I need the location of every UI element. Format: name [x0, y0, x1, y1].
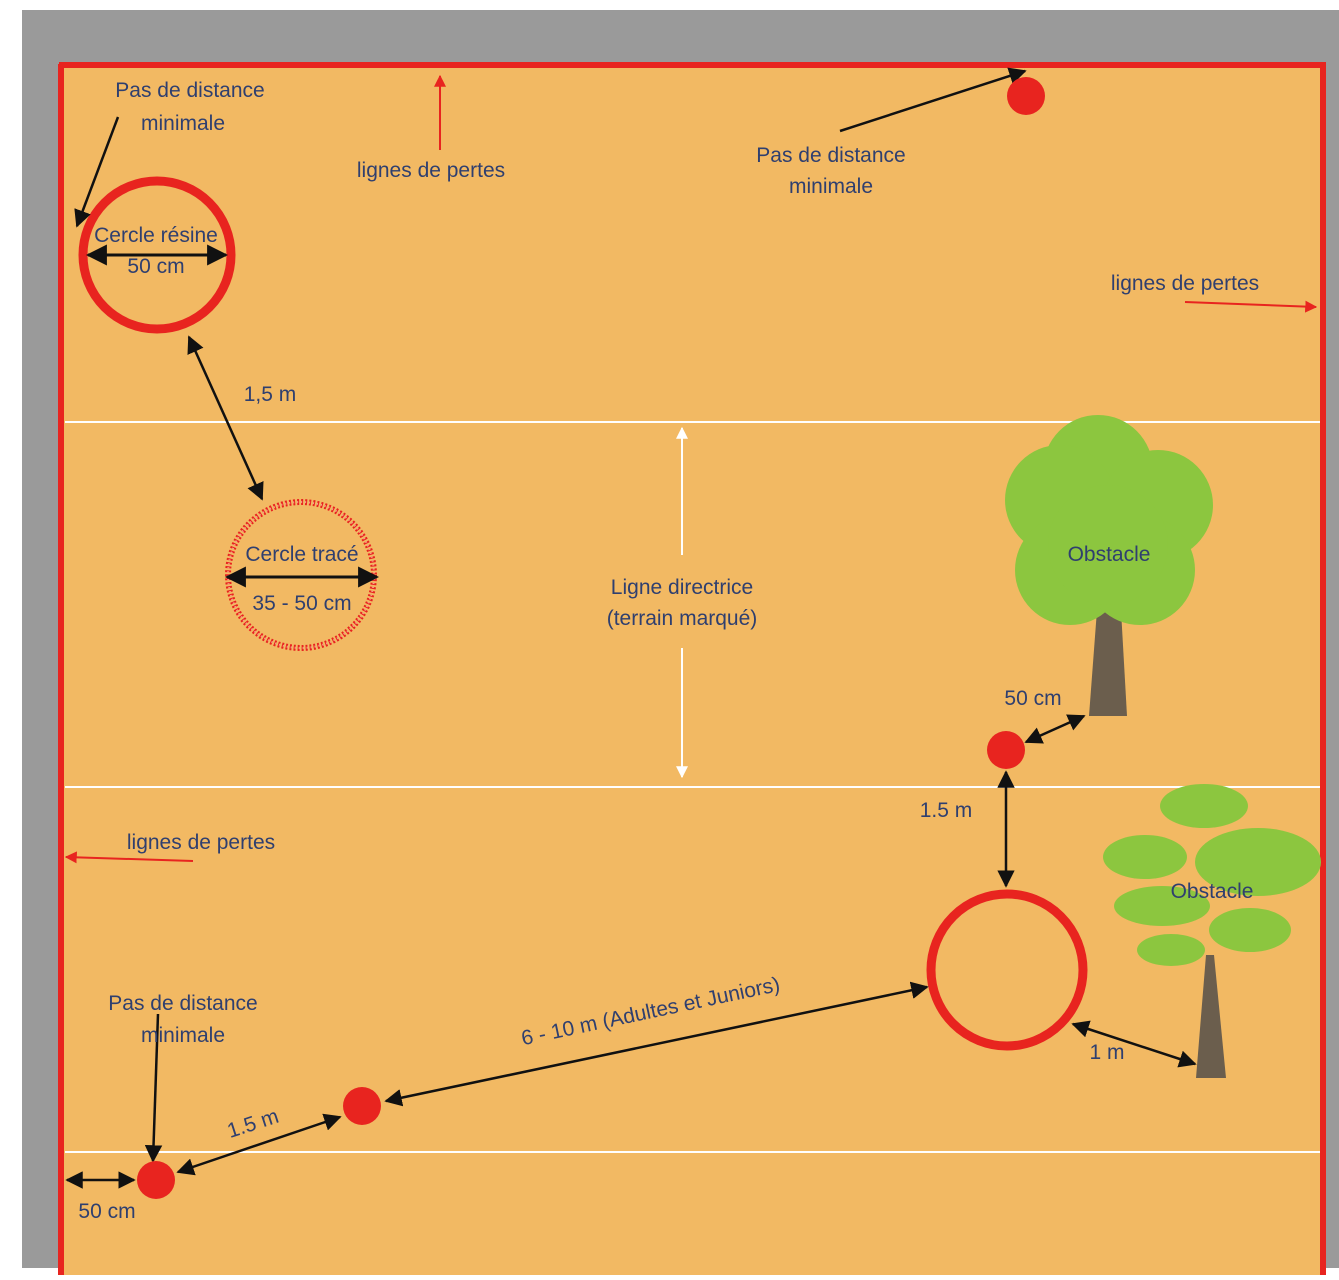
ball-bottom	[137, 1161, 175, 1199]
arrow-6-10m	[384, 981, 929, 1107]
ball-top	[1007, 77, 1045, 115]
ball-near-tree	[987, 731, 1025, 769]
min-dist-label-1a: Pas de distance	[115, 79, 264, 102]
dist-1-5m-right-label: 1.5 m	[920, 799, 973, 822]
arrow-50cm-tree	[1024, 714, 1086, 744]
min-dist-label-1b: minimale	[141, 112, 225, 135]
min-dist-label-2b: minimale	[789, 175, 873, 198]
arrow-1-5m-bottom	[176, 1113, 342, 1176]
traced-size-label: 35 - 50 cm	[252, 592, 351, 615]
lost-line-arrow-left	[64, 851, 194, 864]
min-dist-label-3b: minimale	[141, 1024, 225, 1047]
min-dist-label-2a: Pas de distance	[756, 144, 905, 167]
traced-circle-label: Cercle tracé	[245, 543, 358, 566]
resin-circle-label: Cercle résine	[94, 224, 218, 247]
arrow-1m	[1071, 1020, 1197, 1068]
arrow-1-5m-circles	[187, 335, 264, 501]
dist-50cm-edge-label: 50 cm	[78, 1200, 135, 1223]
playing-field	[59, 64, 1326, 1279]
min-dist-arrow-3	[144, 1013, 163, 1163]
guide-line-label-b: (terrain marqué)	[607, 607, 758, 630]
min-dist-arrow-1	[74, 116, 120, 228]
dist-50cm-tree-label: 50 cm	[1004, 687, 1061, 710]
min-dist-arrow-2	[839, 67, 1027, 133]
guide-line-label-a: Ligne directrice	[611, 576, 753, 599]
ball-middle	[343, 1087, 381, 1125]
resin-size-label: 50 cm	[127, 255, 184, 278]
lost-line-arrow-right	[1184, 300, 1318, 313]
dist-1m-label: 1 m	[1089, 1041, 1124, 1064]
layered-tree-icon	[1103, 784, 1321, 1078]
lost-line-label-2: lignes de pertes	[1111, 272, 1259, 295]
obstacle-label-2: Obstacle	[1171, 880, 1254, 903]
min-dist-label-3a: Pas de distance	[108, 992, 257, 1015]
round-tree-icon	[1005, 415, 1213, 716]
lost-line-label-1: lignes de pertes	[357, 159, 505, 182]
throwing-circle	[926, 889, 1088, 1051]
obstacle-label-1: Obstacle	[1068, 543, 1151, 566]
lost-line-label-3: lignes de pertes	[127, 831, 275, 854]
dist-1-5m-top-label: 1,5 m	[244, 383, 297, 406]
resin-circle	[78, 176, 236, 334]
